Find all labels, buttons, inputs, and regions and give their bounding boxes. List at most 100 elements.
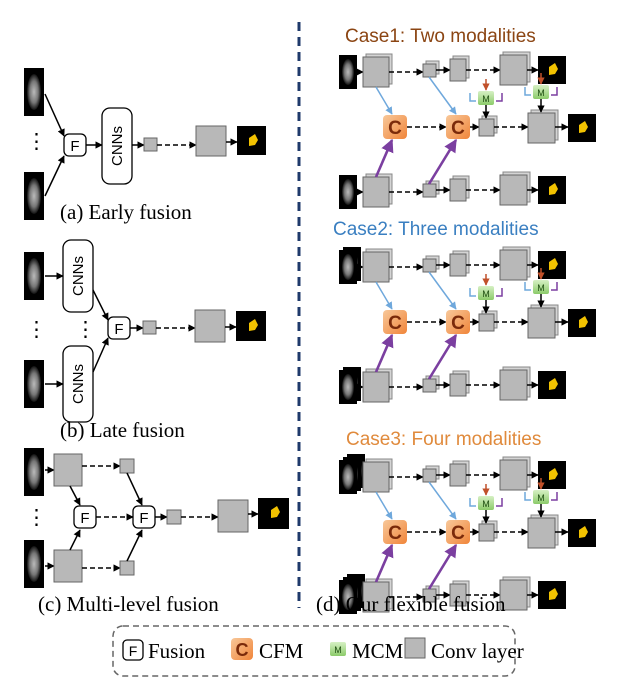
tumor-mask (549, 63, 558, 75)
cnns-label: CNNs (109, 126, 126, 166)
conv-layer (449, 463, 467, 487)
arrow (374, 138, 394, 178)
caption-early: (a) Early fusion (60, 200, 192, 224)
arrow (375, 281, 393, 310)
fusion-letter: F (80, 510, 89, 527)
mcm-letter: M (482, 289, 490, 299)
arrow (374, 333, 394, 373)
conv-layer (119, 560, 135, 576)
arrow (427, 333, 458, 380)
cfm-letter: C (451, 313, 465, 334)
arrow (428, 271, 457, 310)
case2-title: Case2: Three modalities (333, 219, 539, 240)
mri-brain (342, 254, 354, 280)
ellipsis: ⋮ (26, 129, 47, 153)
caption-ours: (d) Our flexible fusion (316, 592, 506, 616)
arrow (69, 529, 81, 551)
mcm-letter: M (537, 493, 545, 503)
conv-layer (499, 174, 528, 206)
conv-layer (499, 249, 528, 281)
mcm-input-blue (469, 93, 476, 102)
mri-brain (342, 59, 354, 85)
early-fusion-panel: ⋮ F CNNs (a) Early fusion (24, 68, 266, 224)
cfm-letter: C (388, 118, 402, 139)
conv-layer (449, 58, 467, 82)
conv-layer (194, 309, 226, 343)
legend-conv-icon (404, 637, 426, 659)
conv-layer (362, 371, 390, 403)
legend-fusion-letter: F (129, 643, 138, 659)
conv-layer (217, 499, 249, 533)
mri-brain (27, 366, 41, 402)
mcm-input-purple (496, 498, 503, 507)
conv-layer (422, 378, 437, 393)
mcm-letter: M (482, 499, 490, 509)
mri-brain (27, 546, 41, 582)
legend-cfm-icon (231, 638, 253, 660)
conv-layer (499, 369, 528, 401)
conv-layer (499, 54, 528, 86)
conv-layer (478, 313, 495, 332)
ellipsis: ⋮ (75, 317, 96, 341)
mcm-letter: M (537, 88, 545, 98)
tumor-mask (579, 316, 588, 328)
arrow (374, 543, 394, 583)
legend-cfm-label: CFM (259, 639, 304, 663)
mcm-input-blue (469, 288, 476, 297)
mcm-box (478, 496, 494, 510)
conv-layer (478, 523, 495, 542)
mcm-letter: M (482, 94, 490, 104)
mcm-box (478, 91, 494, 105)
cfm-box (383, 520, 407, 544)
cfm-box (383, 310, 407, 334)
tumor-mask (579, 121, 588, 133)
conv-layer (422, 63, 437, 78)
fusion-letter: F (114, 321, 123, 338)
tumor-mask (549, 378, 558, 390)
tumor-mask (549, 588, 558, 600)
tumor-mask (549, 468, 558, 480)
arrow (428, 481, 457, 520)
mri-brain (27, 258, 41, 294)
mcm-box (478, 286, 494, 300)
conv-layer (527, 307, 556, 339)
conv-layer (527, 517, 556, 549)
mri-brain (342, 179, 354, 205)
arrow (375, 86, 393, 115)
conv-layer (422, 468, 437, 483)
conv-layer (499, 579, 528, 611)
arrow (427, 138, 458, 185)
arrow (92, 289, 109, 321)
conv-layer (362, 56, 390, 88)
conv-layer (422, 183, 437, 198)
conv-layer (142, 320, 157, 335)
fusion-letter: F (70, 138, 79, 155)
cfm-letter: C (451, 118, 465, 139)
cfm-letter: C (388, 313, 402, 334)
mri-brain (342, 464, 354, 490)
conv-layer (143, 137, 158, 152)
ellipsis: ⋮ (26, 505, 47, 529)
caption-multi: (c) Multi-level fusion (38, 592, 219, 616)
cnns-box (62, 345, 94, 423)
cfm-box (383, 115, 407, 139)
legend-fusion-label: Fusion (148, 639, 206, 663)
mcm-input-blue (524, 492, 531, 501)
arrow (126, 529, 143, 562)
cnns-box (62, 239, 94, 313)
multi-level-fusion-panel: ⋮ F F (c) Multi-level fusion (24, 448, 289, 616)
mri-brain (27, 178, 41, 214)
tumor-mask (579, 526, 588, 538)
arrow (428, 76, 457, 115)
arrow (126, 472, 143, 506)
cnns-label: CNNs (70, 364, 87, 404)
tumor-mask (249, 134, 258, 146)
conv-layer (362, 461, 390, 493)
legend-fusion-icon (122, 639, 144, 661)
conv-layer (195, 125, 227, 157)
late-fusion-panel: ⋮ ⋮ CNNs CNNs F (b) Late fusion (24, 239, 266, 442)
fusion-letter: F (139, 510, 148, 527)
legend-mcm-icon (330, 642, 346, 656)
